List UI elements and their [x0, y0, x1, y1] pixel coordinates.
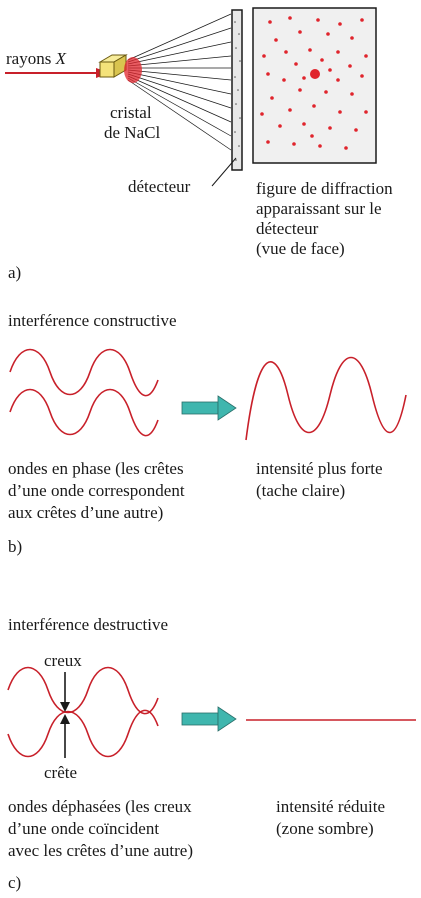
xray-symbol: X	[56, 49, 66, 68]
constructive-result-line2: (tache claire)	[256, 480, 345, 501]
detector-label: détecteur	[128, 176, 190, 197]
wave-in-phase-2	[10, 390, 158, 436]
panel-c-label: c)	[8, 872, 21, 893]
constructive-heading: interférence constructive	[8, 310, 177, 331]
constructive-result-line1: intensité plus forte	[256, 458, 383, 479]
crystal-label-line2: de NaCl	[104, 122, 160, 143]
in-phase-caption-line2: d’une onde correspondent	[8, 480, 185, 501]
wave-constructive-result	[246, 358, 406, 441]
detector-plate	[232, 10, 242, 170]
out-of-phase-caption-line1: ondes déphasées (les creux	[8, 796, 192, 817]
figure-caption-line4: (vue de face)	[256, 238, 345, 259]
panel-a-label: a)	[8, 262, 21, 283]
wave-in-phase-1	[10, 350, 158, 396]
arrow-b	[182, 396, 236, 420]
in-phase-caption-line3: aux crêtes d’une autre)	[8, 502, 163, 523]
arrow-c	[182, 707, 236, 731]
destructive-result-line1: intensité réduite	[276, 796, 385, 817]
figure-caption-line1: figure de diffraction	[256, 178, 393, 199]
xray-label: rayons X	[6, 48, 66, 69]
crystal-label-line1: cristal	[110, 102, 152, 123]
panel-b-label: b)	[8, 536, 22, 557]
out-of-phase-caption-line2: d’une onde coïncident	[8, 818, 159, 839]
scatter-glow	[124, 57, 142, 83]
figure-caption-line2: apparaissant sur le	[256, 198, 382, 219]
trough-label: creux	[44, 650, 82, 671]
wave-out-of-phase-1	[8, 668, 158, 714]
detector-leader	[212, 158, 236, 186]
figure-caption-line3: détecteur	[256, 218, 318, 239]
in-phase-caption-line1: ondes en phase (les crêtes	[8, 458, 184, 479]
destructive-result-line2: (zone sombre)	[276, 818, 374, 839]
crest-arrowhead	[60, 714, 70, 724]
crest-label: crête	[44, 762, 77, 783]
diffraction-figure	[253, 8, 376, 163]
destructive-heading: interférence destructive	[8, 614, 168, 635]
wave-out-of-phase-2	[8, 710, 158, 756]
out-of-phase-caption-line3: avec les crêtes d’une autre)	[8, 840, 193, 861]
nacl-crystal	[100, 55, 126, 77]
